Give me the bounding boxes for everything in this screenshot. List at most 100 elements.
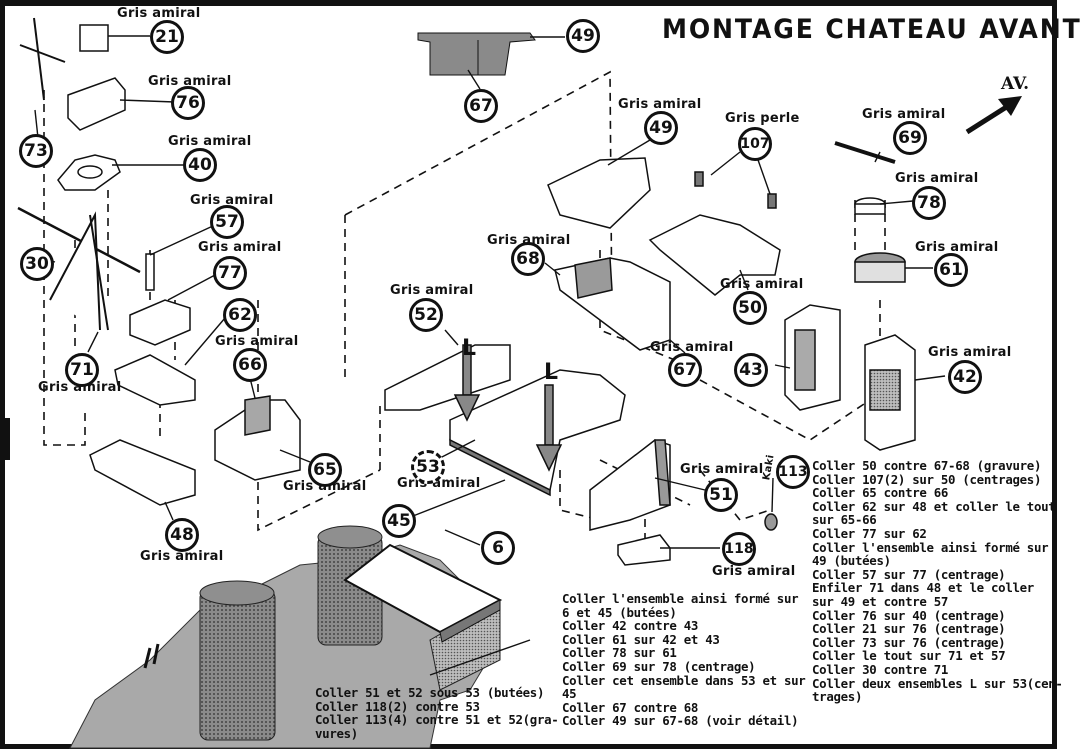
- instruction-line: Coller 42 contre 43: [562, 618, 699, 634]
- forward-label: AV.: [1001, 74, 1030, 94]
- color-label-107: Gris perle: [725, 111, 800, 126]
- instruction-line: Enfiler 71 dans 48 et le coller: [812, 580, 1034, 596]
- instructions-left: Coller 51 et 52 sous 53 (butées) Coller …: [315, 685, 559, 741]
- instruction-line: Coller 73 sur 76 (centrage): [812, 634, 1006, 650]
- leader-lines: [34, 35, 946, 676]
- mast-assembly: [17, 17, 196, 506]
- instruction-line: Coller 65 contre 66: [812, 485, 949, 501]
- part-number-21: 21: [150, 20, 184, 54]
- instruction-line: Coller deux ensembles L sur 53(cen-: [812, 675, 1063, 691]
- part-number-52: 52: [409, 298, 443, 332]
- instruction-line: Coller 69 sur 78 (centrage): [562, 658, 756, 674]
- part-number-53: 53: [411, 450, 445, 484]
- page-frame: [0, 0, 1057, 749]
- color-label-76: Gris amiral: [148, 74, 232, 89]
- color-label-66: Gris amiral: [215, 334, 299, 349]
- page-title: MONTAGE CHATEAU AVANT: [662, 14, 1082, 45]
- part-number-57: 57: [210, 205, 244, 239]
- part-number-65: 65: [308, 453, 342, 487]
- instruction-line: Coller cet ensemble dans 53 et sur: [562, 672, 806, 688]
- instruction-line: 6 et 45 (butées): [562, 604, 677, 620]
- part-number-68: 68: [511, 242, 545, 276]
- instruction-line: vures): [315, 725, 358, 741]
- instruction-line: Coller 118(2) contre 53: [315, 698, 480, 714]
- color-label-50: Gris amiral: [720, 277, 804, 292]
- part-number-66: 66: [233, 348, 267, 382]
- part-number-69: 69: [893, 121, 927, 155]
- instruction-line: Coller 57 sur 77 (centrage): [812, 566, 1006, 582]
- instruction-line: Coller 113(4) contre 51 et 52(gra-: [315, 712, 559, 728]
- instruction-line: Coller 78 sur 61: [562, 645, 677, 661]
- color-label-61: Gris amiral: [915, 240, 999, 255]
- part-number-107: 107: [738, 127, 772, 161]
- instruction-line: 49 (butées): [812, 553, 891, 569]
- part-number-51: 51: [704, 478, 738, 512]
- hull-base: [69, 525, 503, 749]
- instruction-line: Coller 21 sur 76 (centrage): [812, 621, 1006, 637]
- part-49-68: [547, 157, 671, 351]
- l-marker-1: L: [462, 336, 477, 361]
- instruction-line: Coller 77 sur 62: [812, 525, 927, 541]
- color-label-48: Gris amiral: [140, 549, 224, 564]
- part-number-42: 42: [948, 360, 982, 394]
- part-number-71: 71: [65, 353, 99, 387]
- instruction-line: trages): [812, 689, 863, 705]
- part-number-49: 49: [644, 111, 678, 145]
- part-number-73: 73: [19, 134, 53, 168]
- instruction-line: Coller le tout sur 71 et 57: [812, 648, 1006, 664]
- l-marker-2: L: [544, 360, 559, 385]
- part-number-6: 6: [481, 531, 515, 565]
- color-label-71: Gris amiral: [38, 380, 122, 395]
- part-69-78-61-43-42: [784, 141, 916, 451]
- part-number-67: 67: [668, 353, 702, 387]
- color-label-21: Gris amiral: [117, 6, 201, 21]
- instruction-line: sur 49 et contre 57: [812, 593, 949, 609]
- color-label-51: Gris amiral: [680, 462, 764, 477]
- part-number-40: 40: [183, 148, 217, 182]
- color-label-52: Gris amiral: [390, 283, 474, 298]
- part-number-45: 45: [382, 504, 416, 538]
- part-number-48: 48: [165, 518, 199, 552]
- direction-arrow: [965, 96, 1022, 135]
- part-number-77: 77: [213, 256, 247, 290]
- part-number-118: 118: [722, 532, 756, 566]
- part-number-62: 62: [223, 298, 257, 332]
- instruction-line: Coller 50 contre 67-68 (gravure): [812, 458, 1042, 473]
- part-number-61: 61: [934, 253, 968, 287]
- instruction-line: Coller 30 contre 71: [812, 661, 949, 677]
- part-52-53: [384, 344, 626, 497]
- color-label-68: Gris amiral: [487, 233, 571, 248]
- part-49-detail: [417, 32, 565, 76]
- color-label-77: Gris amiral: [198, 240, 282, 255]
- part-number-67-detail: 67: [464, 89, 498, 123]
- assembly-diagram: [4, 17, 1022, 749]
- instruction-line: Coller 67 contre 68: [562, 699, 699, 715]
- instructions-right: Coller 50 contre 67-68 (gravure) Coller …: [812, 459, 1063, 704]
- instruction-line: Coller l'ensemble ainsi formé sur: [562, 591, 799, 606]
- color-label-57: Gris amiral: [190, 193, 274, 208]
- color-label-42: Gris amiral: [928, 345, 1012, 360]
- part-number-30: 30: [20, 247, 54, 281]
- funnel-base-left: [199, 589, 276, 741]
- color-label-69: Gris amiral: [862, 107, 946, 122]
- instruction-line: Coller 61 sur 42 et 43: [562, 631, 720, 647]
- part-50-107: [648, 171, 781, 296]
- part-number-76: 76: [171, 86, 205, 120]
- instruction-line: Coller 51 et 52 sous 53 (butées): [315, 685, 545, 700]
- instruction-line: 45: [562, 686, 577, 702]
- color-label-49: Gris amiral: [618, 97, 702, 112]
- instruction-line: Coller l'ensemble ainsi formé sur: [812, 539, 1049, 555]
- part-number-50: 50: [733, 291, 767, 325]
- part-number-49-detail: 49: [566, 19, 600, 53]
- edge-mark: [4, 418, 10, 460]
- part-51-113-118: [589, 439, 778, 566]
- instruction-line: Coller 62 sur 48 et coller le tout: [812, 498, 1056, 514]
- color-label-40: Gris amiral: [168, 134, 252, 149]
- part-number-78: 78: [912, 186, 946, 220]
- color-label-67: Gris amiral: [650, 340, 734, 355]
- instruction-line: sur 65-66: [812, 512, 877, 528]
- part-number-113: 113: [776, 455, 810, 489]
- color-label-118: Gris amiral: [712, 564, 796, 579]
- part-66-65: [214, 395, 301, 481]
- part-number-43: 43: [734, 353, 768, 387]
